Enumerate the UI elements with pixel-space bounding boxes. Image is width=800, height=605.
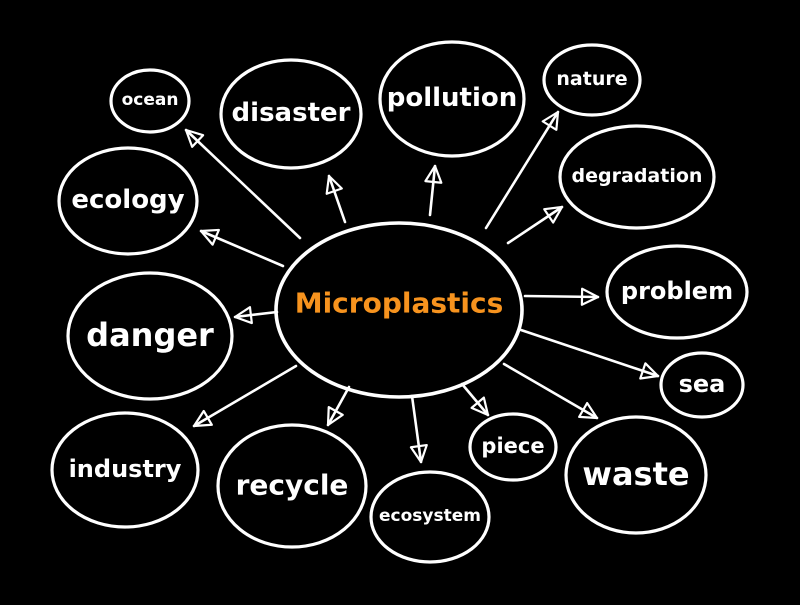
node-ecosystem: ecosystem bbox=[369, 470, 491, 564]
link-ocean bbox=[184, 128, 302, 240]
link-sea bbox=[519, 328, 660, 378]
arrowhead-pollution bbox=[424, 164, 443, 184]
node-problem: problem bbox=[605, 244, 749, 340]
node-pollution-oval bbox=[378, 40, 526, 158]
node-piece: piece bbox=[468, 412, 558, 482]
node-recycle-label: recycle bbox=[236, 469, 349, 502]
arrowhead-ocean bbox=[184, 128, 205, 148]
link-ecosystem bbox=[410, 394, 423, 464]
node-degradation-oval bbox=[558, 124, 716, 230]
link-pollution bbox=[428, 164, 437, 217]
link-waste bbox=[502, 362, 599, 420]
center-oval bbox=[274, 221, 524, 399]
node-ocean-label: ocean bbox=[122, 90, 179, 110]
node-nature: nature bbox=[542, 43, 642, 117]
arrowhead-sea bbox=[639, 362, 660, 380]
node-recycle-oval bbox=[216, 423, 368, 549]
node-ocean: ocean bbox=[109, 68, 191, 134]
link-piece bbox=[460, 382, 490, 417]
node-ocean-oval bbox=[109, 68, 191, 134]
link-disaster bbox=[327, 174, 347, 224]
arrowhead-piece bbox=[470, 396, 490, 417]
link-nature bbox=[484, 110, 560, 230]
node-pollution: pollution bbox=[378, 40, 526, 158]
node-disaster: disaster bbox=[219, 58, 363, 170]
node-sea-oval bbox=[659, 351, 745, 419]
link-industry bbox=[192, 364, 298, 428]
node-danger: danger bbox=[66, 271, 234, 401]
center-node: Microplastics bbox=[274, 221, 524, 399]
center-label: Microplastics bbox=[295, 287, 504, 320]
node-waste-oval bbox=[564, 415, 708, 535]
node-industry-label: industry bbox=[69, 455, 182, 483]
node-disaster-oval bbox=[219, 58, 363, 170]
node-waste: waste bbox=[564, 415, 708, 535]
node-sea-label: sea bbox=[679, 370, 726, 398]
node-nature-oval bbox=[542, 43, 642, 117]
node-problem-label: problem bbox=[621, 277, 733, 305]
node-nature-label: nature bbox=[556, 68, 627, 90]
node-waste-label: waste bbox=[582, 455, 689, 493]
arrowhead-waste bbox=[578, 401, 599, 420]
arrowhead-problem bbox=[580, 287, 600, 306]
node-danger-label: danger bbox=[86, 316, 214, 354]
node-industry-oval bbox=[50, 411, 200, 529]
arrowhead-disaster bbox=[325, 174, 343, 195]
node-danger-oval bbox=[66, 271, 234, 401]
node-degradation-label: degradation bbox=[572, 165, 703, 187]
arrowhead-ecology bbox=[199, 228, 220, 246]
node-industry: industry bbox=[50, 411, 200, 529]
link-recycle bbox=[326, 385, 351, 427]
arrowhead-danger bbox=[233, 306, 253, 325]
node-piece-label: piece bbox=[481, 434, 544, 458]
link-danger bbox=[233, 310, 279, 319]
node-ecology-oval bbox=[57, 146, 199, 256]
link-ecology bbox=[199, 229, 285, 268]
node-recycle: recycle bbox=[216, 423, 368, 549]
node-ecosystem-oval bbox=[369, 470, 491, 564]
node-ecosystem-label: ecosystem bbox=[379, 506, 481, 526]
arrowhead-industry bbox=[192, 409, 213, 428]
node-degradation: degradation bbox=[558, 124, 716, 230]
link-degradation bbox=[506, 205, 564, 245]
arrowhead-nature bbox=[541, 110, 560, 131]
arrowhead-recycle bbox=[326, 406, 344, 427]
node-ecology-label: ecology bbox=[71, 185, 184, 215]
node-pollution-label: pollution bbox=[387, 83, 518, 113]
link-problem bbox=[523, 294, 600, 299]
arrowhead-ecosystem bbox=[409, 443, 428, 464]
node-ecology: ecology bbox=[57, 146, 199, 256]
node-piece-oval bbox=[468, 412, 558, 482]
arrowhead-degradation bbox=[543, 205, 564, 224]
node-disaster-label: disaster bbox=[232, 98, 351, 128]
node-problem-oval bbox=[605, 244, 749, 340]
node-sea: sea bbox=[659, 351, 745, 419]
connector-lines bbox=[184, 110, 660, 464]
